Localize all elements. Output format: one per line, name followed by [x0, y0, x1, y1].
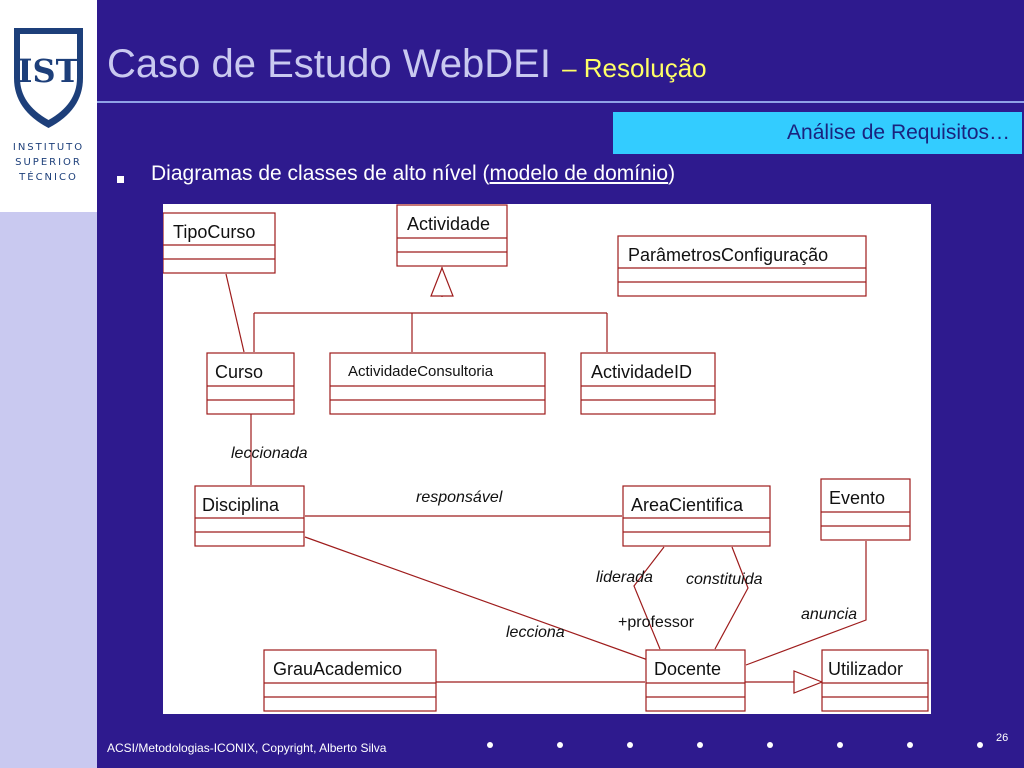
title-divider — [97, 101, 1024, 103]
footer-dot — [907, 742, 913, 748]
class-docente — [645, 649, 746, 712]
bullet-text-after: ) — [668, 162, 676, 185]
footer-dot — [977, 742, 983, 748]
class-diagram: TipoCurso Actividade ParâmetrosConfigura… — [162, 204, 931, 714]
association-lines — [225, 266, 867, 694]
class-name-tipocurso: TipoCurso — [173, 222, 255, 242]
class-name-actid: ActividadeID — [591, 362, 692, 382]
class-name-evento: Evento — [829, 488, 885, 508]
class-curso — [206, 352, 295, 415]
footer-dot — [767, 742, 773, 748]
footer-dot — [487, 742, 493, 748]
line-area-docente-liderada — [633, 546, 665, 650]
class-consultoria — [329, 352, 546, 415]
bullet-text-before: Diagramas de classes de alto nível ( — [151, 162, 490, 185]
generalization-triangle-actividade — [430, 266, 454, 297]
label-leccionada: leccionada — [231, 445, 308, 462]
slide-title: Caso de Estudo WebDEI – Resolução — [107, 42, 707, 87]
label-lecciona: lecciona — [506, 624, 565, 641]
class-utilizador — [821, 649, 929, 712]
association-labels: leccionada responsável liderada constitu… — [231, 445, 857, 641]
line-tipocurso-curso — [225, 273, 245, 353]
class-parametros — [617, 235, 867, 297]
class-grauacademico — [263, 649, 437, 712]
line-disciplina-docente — [304, 536, 649, 661]
class-name-parametros: ParâmetrosConfiguração — [628, 245, 828, 265]
class-areacientifica — [622, 485, 771, 547]
logo-text: INSTITUTO SUPERIOR TÉCNICO — [0, 140, 97, 185]
section-label: Análise de Requisitos… — [613, 112, 1022, 154]
footer-dot — [627, 742, 633, 748]
label-liderada: liderada — [596, 569, 653, 586]
class-names: TipoCurso Actividade ParâmetrosConfigura… — [173, 214, 903, 679]
class-evento — [820, 478, 911, 541]
class-name-disciplina: Disciplina — [202, 495, 280, 515]
ist-shield-icon: IST — [14, 28, 83, 128]
label-constituida: constituida — [686, 571, 763, 588]
class-name-curso: Curso — [215, 362, 263, 382]
title-main: Caso de Estudo WebDEI — [107, 42, 551, 86]
generalization-triangle-utilizador — [793, 670, 824, 694]
logo-line-3: TÉCNICO — [19, 172, 78, 183]
title-sub: – Resolução — [562, 53, 707, 83]
footer-dot — [697, 742, 703, 748]
class-diagram-svg: TipoCurso Actividade ParâmetrosConfigura… — [162, 204, 929, 712]
domain-model-link[interactable]: modelo de domínio — [489, 162, 669, 185]
class-name-docente: Docente — [654, 659, 721, 679]
class-actividade — [396, 204, 508, 267]
class-disciplina — [194, 485, 305, 547]
class-name-areacientifica: AreaCientifica — [631, 495, 744, 515]
bullet-text: Diagramas de classes de alto nível (mode… — [151, 162, 675, 186]
ist-logo: IST INSTITUTO SUPERIOR TÉCNICO — [0, 0, 97, 212]
line-evento-docente — [745, 541, 867, 666]
class-tipocurso — [162, 212, 276, 274]
label-responsavel: responsável — [416, 489, 503, 506]
class-name-grauacademico: GrauAcademico — [273, 659, 402, 679]
class-boxes — [162, 204, 929, 712]
logo-line-2: SUPERIOR — [15, 157, 82, 168]
page-number: 26 — [996, 732, 1009, 744]
class-name-actividade: Actividade — [407, 214, 490, 234]
class-actid — [580, 352, 716, 415]
label-anuncia: anuncia — [801, 606, 857, 623]
footer-dot — [837, 742, 843, 748]
bullet-marker — [117, 176, 124, 183]
logo-line-1: INSTITUTO — [12, 142, 85, 153]
footer-dot — [557, 742, 563, 748]
label-professor-role: +professor — [618, 614, 695, 631]
class-name-consultoria: ActividadeConsultoria — [348, 363, 494, 380]
footer-text: ACSI/Metodologias-ICONIX, Copyright, Alb… — [107, 741, 387, 755]
line-area-docente-constituida — [714, 546, 749, 650]
class-name-utilizador: Utilizador — [828, 659, 903, 679]
ist-monogram: IST — [18, 52, 80, 90]
